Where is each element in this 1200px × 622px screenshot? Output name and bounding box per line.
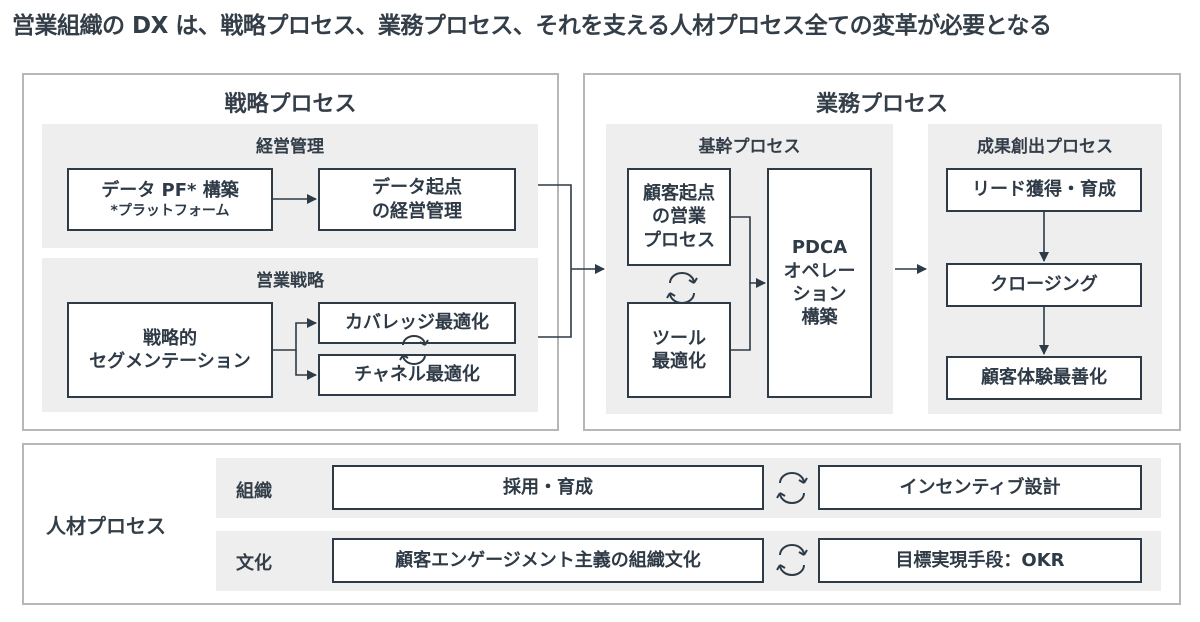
coverage-box: カバレッジ最適化 — [318, 302, 516, 344]
strategy-process-title: 戦略プロセス — [224, 92, 357, 117]
sales-strategy-title: 営業戦略 — [256, 271, 324, 291]
recruit-label: 採用・育成 — [503, 476, 593, 498]
customer-process-line2: の営業 — [652, 206, 706, 228]
customer-process-line1: 顧客起点 — [643, 182, 715, 204]
pdca-line4: 構築 — [801, 307, 838, 329]
data-platform-box: データ PF* 構築 *プラットフォーム — [67, 168, 273, 231]
cx-label: 顧客体験最善化 — [981, 367, 1107, 389]
customer-experience-box: 顧客体験最善化 — [946, 356, 1142, 400]
coverage-label: カバレッジ最適化 — [345, 312, 489, 334]
channel-label: チャネル最適化 — [354, 364, 480, 386]
lead-label: リード獲得・育成 — [972, 179, 1116, 201]
pdca-operation-box: PDCA オペレー ション 構築 — [767, 168, 872, 398]
recruit-develop-box: 採用・育成 — [332, 465, 764, 510]
segmentation-line2: セグメンテーション — [89, 351, 251, 372]
data-driven-line2: の経営管理 — [372, 200, 462, 222]
management-title: 経営管理 — [256, 137, 324, 157]
incentive-label: インセンティブ設計 — [899, 476, 1061, 498]
closing-box: クロージング — [946, 263, 1142, 307]
channel-box: チャネル最適化 — [318, 354, 516, 396]
tool-line1: ツール — [652, 327, 706, 349]
tool-line2: 最適化 — [652, 351, 706, 372]
okr-box: 目標実現手段：OKR — [818, 538, 1142, 583]
engagement-culture-box: 顧客エンゲージメント主義の組織文化 — [332, 538, 764, 583]
segmentation-line1: 戦略的 — [143, 327, 197, 349]
pdca-line1: PDCA — [791, 237, 848, 259]
culture-label: 文化 — [236, 553, 272, 574]
talent-process-title: 人材プロセス — [46, 514, 166, 538]
okr-label: 目標実現手段：OKR — [895, 549, 1065, 571]
operations-process-title: 業務プロセス — [815, 92, 948, 117]
pdca-line2: オペレー — [783, 260, 856, 282]
core-process-title: 基幹プロセス — [698, 137, 801, 157]
segmentation-box: 戦略的 セグメンテーション — [67, 302, 273, 398]
data-platform-note: *プラットフォーム — [110, 203, 230, 220]
data-platform-label: データ PF* 構築 — [101, 179, 239, 201]
page-title: 営業組織の DX は、戦略プロセス、業務プロセス、それを支える人材プロセス全ての… — [12, 13, 1052, 39]
customer-driven-process-box: 顧客起点 の営業 プロセス — [627, 168, 731, 266]
pdca-line3: ション — [792, 284, 847, 305]
organization-label: 組織 — [236, 481, 272, 502]
lead-generation-box: リード獲得・育成 — [946, 168, 1142, 212]
engagement-label: 顧客エンゲージメント主義の組織文化 — [395, 549, 701, 571]
tool-optimization-box: ツール 最適化 — [627, 302, 731, 398]
incentive-design-box: インセンティブ設計 — [818, 465, 1142, 510]
results-process-title: 成果創出プロセス — [977, 137, 1113, 157]
closing-label: クロージング — [990, 274, 1098, 296]
data-driven-line1: データ起点 — [372, 177, 462, 199]
customer-process-line3: プロセス — [643, 229, 715, 251]
data-driven-management-box: データ起点 の経営管理 — [318, 168, 516, 231]
